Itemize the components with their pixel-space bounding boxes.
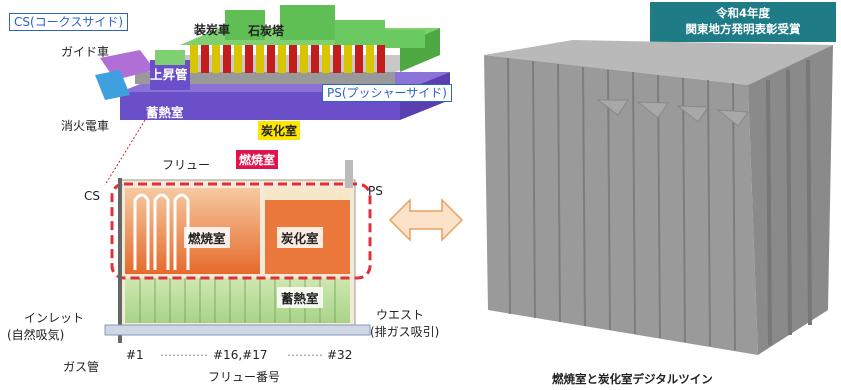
- flue-start-label: #1: [126, 348, 144, 362]
- award-badge: 令和4年度 関東地方発明表彰受賞: [650, 2, 836, 42]
- inlet-note: (自然吸気): [7, 328, 65, 342]
- flue-mid-label: #16,#17: [213, 348, 268, 362]
- regenerator-label: 蓄熱室: [277, 287, 323, 308]
- guide-car-label: ガイド車: [61, 45, 110, 59]
- coke-oven-3d-illustration: [95, 5, 450, 120]
- digital-twin-caption: 燃焼室と炭化室デジタルツイン: [552, 372, 713, 386]
- digital-twin-model: [484, 40, 833, 355]
- flue-dots-2: ⋯⋯⋯: [287, 348, 323, 362]
- inlet-label: インレット: [24, 311, 85, 325]
- combustion-chamber-label: 燃焼室: [184, 227, 230, 248]
- award-line-1: 令和4年度: [715, 6, 770, 20]
- quench-car-label: 消火電車: [61, 119, 110, 133]
- leader-line: [104, 120, 146, 186]
- ps-label: PS(プッシャーサイド): [322, 84, 452, 102]
- flue-label: フリュー: [162, 158, 211, 172]
- coking-chamber-label: 炭化室: [277, 227, 323, 248]
- coal-tower-label: 石炭塔: [248, 24, 285, 38]
- flue-dots-1: ⋯⋯⋯⋯: [160, 348, 208, 362]
- award-line-2: 関東地方発明表彰受賞: [685, 22, 801, 36]
- section-cs-label: CS: [84, 189, 100, 203]
- section-ps-label: PS: [368, 184, 383, 198]
- oven-cross-section: [104, 160, 372, 343]
- waste-note: (排ガス吸引): [370, 325, 440, 339]
- double-arrow-icon: [388, 198, 464, 242]
- cs-label: CS(コークスサイド): [9, 13, 129, 31]
- regenerator-top-label: 蓄熱室: [146, 105, 184, 120]
- ascension-pipe-label: 上昇管: [150, 67, 188, 82]
- combustion-chamber-tag: 燃焼室: [236, 150, 279, 169]
- flue-number-label: フリュー番号: [208, 370, 281, 384]
- flue-end-label: #32: [327, 348, 353, 362]
- waste-label: ウエスト: [376, 308, 425, 322]
- charging-car-label: 装炭車: [194, 23, 231, 37]
- coking-chamber-tag: 炭化室: [258, 121, 301, 140]
- gas-pipe-label: ガス管: [63, 360, 100, 374]
